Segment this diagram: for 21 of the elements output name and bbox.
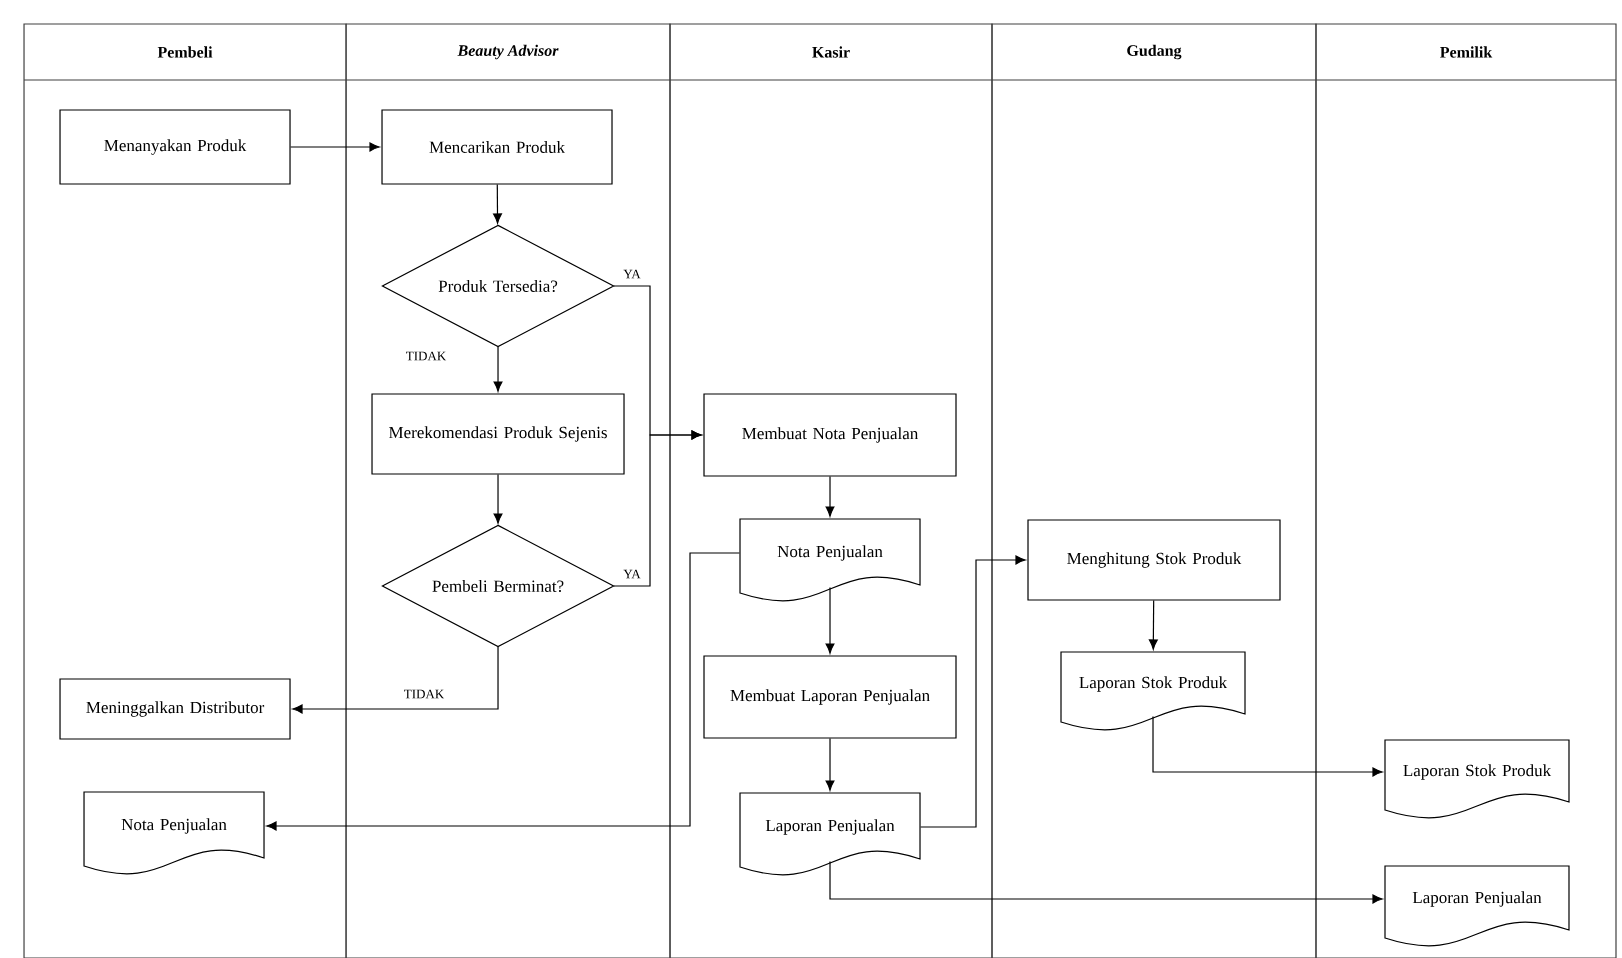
arrow [493,474,503,524]
process-box: Menghitung Stok Produk [1027,519,1281,601]
process-box: Mencarikan Produk [381,109,613,185]
process-box: Membuat Laporan Penjualan [703,655,957,739]
arrow [1152,716,1383,777]
process-box: Meninggalkan Distributor [59,678,291,740]
arrow [493,346,503,392]
process-box: Merekomendasi Produk Sejenis [371,393,625,475]
arrow [829,861,1383,904]
arrow [825,587,835,654]
arrow [266,552,740,831]
arrow [493,184,502,224]
process-box: Menanyakan Produk [59,109,291,185]
arrow [613,430,702,587]
arrow [920,555,1026,828]
arrow [1148,600,1158,650]
arrow [825,738,835,791]
process-box: Membuat Nota Penjualan [703,393,957,477]
arrow [825,476,835,517]
arrow [290,142,380,152]
arrow [292,646,499,714]
